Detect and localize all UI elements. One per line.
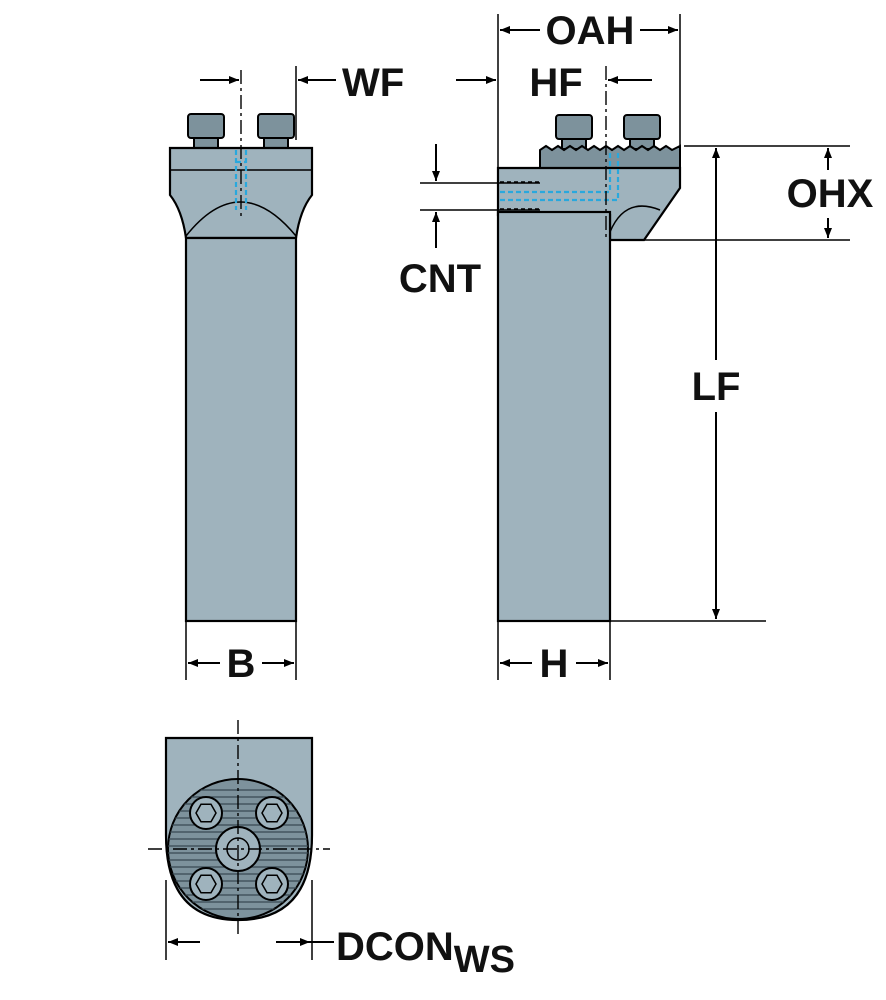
dcon-dimension: DCONWS <box>165 880 515 981</box>
dcon-subscript: WS <box>454 939 515 981</box>
oah-dimension: OAH <box>497 9 681 168</box>
wf-dimension: WF <box>200 61 404 140</box>
hf-label: HF <box>529 61 582 105</box>
lf-label: LF <box>692 365 741 409</box>
lf-dimension: LF <box>610 148 766 622</box>
b-label: B <box>227 642 256 686</box>
front-coolant-channel <box>234 150 248 210</box>
b-dimension: B <box>185 621 297 686</box>
side-screw-right <box>623 114 661 150</box>
side-shank <box>496 210 612 623</box>
side-coolant-channel <box>500 150 620 202</box>
ohx-label: OHX <box>787 172 874 216</box>
wf-label: WF <box>342 61 404 105</box>
h-dimension: H <box>497 621 611 686</box>
svg-text:DCONWS: DCONWS <box>336 925 515 981</box>
cnt-label: CNT <box>399 257 481 301</box>
front-screw-left <box>187 113 225 149</box>
hf-dimension: HF <box>456 61 652 105</box>
hex-screw-icon <box>189 796 223 830</box>
side-screw-left <box>555 114 593 150</box>
hex-screw-icon <box>189 867 223 901</box>
oah-label: OAH <box>546 9 635 53</box>
hex-screw-icon <box>255 796 289 830</box>
hex-screw-icon <box>255 867 289 901</box>
h-label: H <box>540 642 569 686</box>
front-view <box>168 70 314 623</box>
ohx-dimension: OHX <box>644 145 874 241</box>
cnt-dimension: CNT <box>399 144 540 301</box>
side-view <box>496 66 682 623</box>
front-screw-right <box>257 113 295 149</box>
dcon-label: DCON <box>336 925 454 969</box>
top-view <box>148 720 330 935</box>
front-shank <box>184 236 298 623</box>
